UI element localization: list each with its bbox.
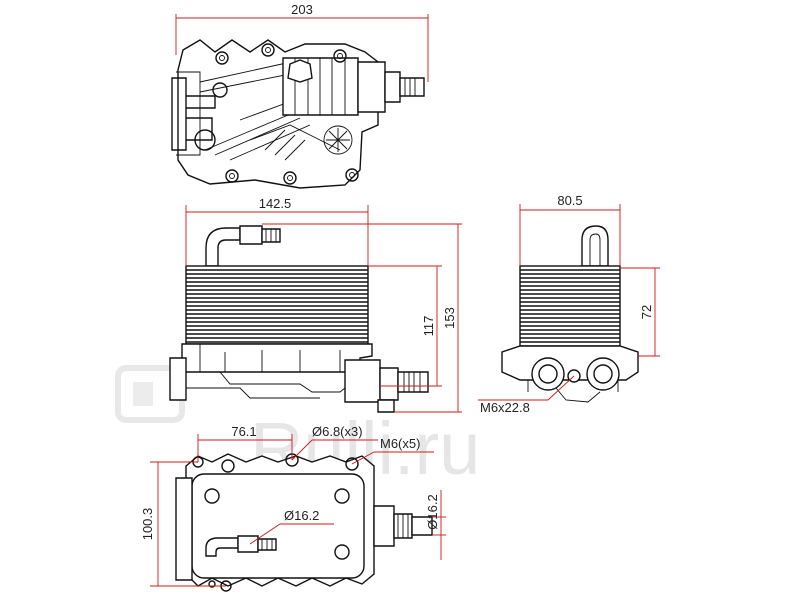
dim-side-width: 80.5 [557, 193, 582, 208]
dim-port-dia-right: Ø16.2 [425, 494, 440, 529]
side-view: 80.5 72 M6x22.8 [478, 193, 660, 415]
top-view: 203 [171, 2, 429, 189]
dim-top-width: 203 [291, 2, 313, 17]
dim-bottom-height: 100.3 [140, 508, 155, 541]
dim-bottom-hole-dia: Ø6.8(x3) [312, 424, 363, 439]
side-cooler-fins [520, 269, 620, 343]
dim-front-height-total: 153 [442, 307, 457, 329]
front-cooler-fins [186, 269, 368, 343]
front-view: 142.5 117 153 [169, 196, 462, 413]
dim-front-width: 142.5 [259, 196, 292, 211]
dim-bottom-spacing: 76.1 [231, 424, 256, 439]
dim-port-dia-left: Ø16.2 [284, 508, 319, 523]
dim-front-height-inner: 117 [421, 316, 436, 337]
dim-bottom-thread: M6(x5) [380, 436, 420, 451]
bottom-view: 76.1 Ø6.8(x3) M6(x5) 100.3 Ø16.2 Ø16.2 [140, 424, 446, 592]
dim-side-thread: M6x22.8 [480, 400, 530, 415]
dim-side-height: 72 [639, 305, 654, 319]
